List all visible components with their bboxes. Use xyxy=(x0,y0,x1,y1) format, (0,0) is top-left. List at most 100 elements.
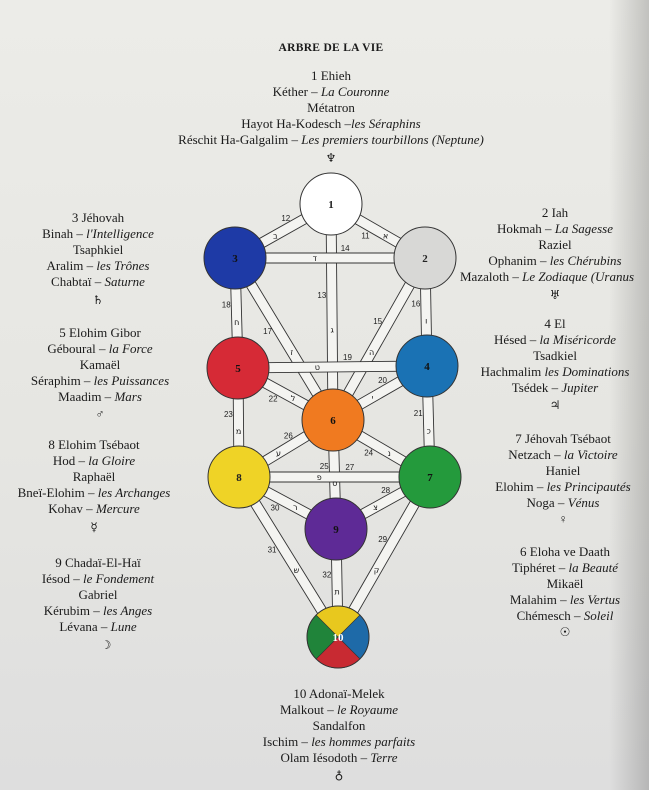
sephira-3-planet: Chabtaï – Saturne xyxy=(51,274,145,289)
sphere-2 xyxy=(393,226,457,290)
path-number-31: 31 xyxy=(268,545,277,554)
path-number-25: 25 xyxy=(320,462,329,471)
hebrew-letter-16: ו xyxy=(425,317,427,326)
sephira-10-archangel: Sandalfon xyxy=(312,718,366,733)
sephira-2-title: Hokmah – La Sagesse xyxy=(497,221,613,236)
path-number-17: 17 xyxy=(263,327,272,336)
path-number-29: 29 xyxy=(378,535,387,544)
path-number-11: 11 xyxy=(361,231,370,240)
sphere-number-5: 5 xyxy=(235,363,241,375)
sun-symbol-icon: ☉ xyxy=(559,625,571,639)
neptune-symbol-icon: ♆ xyxy=(325,151,337,165)
uranus-symbol-icon: ♅ xyxy=(549,288,561,302)
sphere-number-7: 7 xyxy=(427,472,433,484)
hebrew-letter-18: ח xyxy=(234,318,239,327)
path-number-19: 19 xyxy=(343,353,352,362)
sephira-4-name: 4 El xyxy=(544,316,566,331)
sephira-1-title: Kéther – La Couronne xyxy=(272,84,390,99)
saturn-symbol-icon: ♄ xyxy=(92,293,104,307)
sephira-2-planet: Mazaloth – Le Zodiaque (Uranus xyxy=(460,269,635,284)
sephira-10-name: 10 Adonaï-Melek xyxy=(293,686,385,701)
sephira-5-planet: Maadim – Mars xyxy=(58,389,142,404)
earth-symbol-icon: ♁ xyxy=(334,768,344,782)
sphere-number-10: 10 xyxy=(333,632,345,644)
hebrew-letter-24: נ xyxy=(388,449,391,458)
hebrew-letter-26: ע xyxy=(276,449,281,458)
sphere-7 xyxy=(398,445,462,509)
venus-symbol-icon: ♀ xyxy=(558,512,568,526)
sphere-number-6: 6 xyxy=(330,415,336,427)
hebrew-letter-14: ד xyxy=(313,254,318,263)
path-number-20: 20 xyxy=(378,376,387,385)
sephira-8-choir: Bneï-Elohim – les Archanges xyxy=(17,485,171,500)
path-number-27: 27 xyxy=(345,463,354,472)
mercury-symbol-icon: ☿ xyxy=(90,520,98,534)
sphere-number-3: 3 xyxy=(232,253,238,265)
sephira-4-planet: Tsédek – Jupiter xyxy=(511,380,599,395)
sephira-4-title: Hésed – la Miséricorde xyxy=(494,332,616,347)
sphere-8 xyxy=(207,445,271,509)
sephira-6-archangel: Mikaël xyxy=(546,576,584,591)
hebrew-letter-12: ב xyxy=(273,231,278,240)
hebrew-letter-13: ג xyxy=(331,325,335,334)
path-number-30: 30 xyxy=(271,504,280,513)
sphere-number-2: 2 xyxy=(422,253,428,265)
sephira-3-title: Binah – l'Intelligence xyxy=(42,226,154,241)
hebrew-letter-31: ש xyxy=(294,566,300,575)
sephira-4-choir: Hachmalim les Dominations xyxy=(480,364,630,379)
hebrew-letter-27: פ xyxy=(317,473,322,482)
sphere-1 xyxy=(299,172,363,236)
path-number-18: 18 xyxy=(222,300,231,309)
sephira-3-name: 3 Jéhovah xyxy=(71,210,125,225)
sephira-9-choir: Kérubim – les Anges xyxy=(43,603,153,618)
sphere-6 xyxy=(301,388,365,452)
sephira-10-choir: Ischim – les hommes parfaits xyxy=(262,734,416,749)
hebrew-letter-30: ר xyxy=(293,503,298,512)
sephira-8-planet: Kohav – Mercure xyxy=(48,501,140,516)
path-number-22: 22 xyxy=(269,395,278,404)
hebrew-letter-22: ל xyxy=(291,394,296,403)
sephira-7-choir: Elohim – les Principautés xyxy=(495,479,631,494)
sphere-3 xyxy=(203,226,267,290)
sephira-8-name: 8 Elohim Tsébaot xyxy=(48,437,140,452)
path-number-13: 13 xyxy=(317,291,326,300)
sephira-5-archangel: Kamaël xyxy=(79,357,121,372)
sephira-6-choir: Malahim – les Vertus xyxy=(509,592,621,607)
hebrew-letter-21: כ xyxy=(427,426,431,435)
sephira-2-archangel: Raziel xyxy=(538,237,572,252)
sephira-6-planet: Chémesch – Soleil xyxy=(516,608,614,623)
sphere-number-4: 4 xyxy=(424,361,430,373)
hebrew-letter-23: מ xyxy=(236,427,241,436)
sephira-4-archangel: Tsadkiel xyxy=(533,348,577,363)
sphere-number-9: 9 xyxy=(333,524,339,536)
hebrew-letter-19: ט xyxy=(315,363,320,372)
path-number-15: 15 xyxy=(373,317,382,326)
sphere-10-outline xyxy=(306,605,370,669)
sephira-10-title: Malkout – le Royaume xyxy=(279,702,399,717)
sephira-3-archangel: Tsaphkiel xyxy=(72,242,124,257)
jupiter-symbol-icon: ♃ xyxy=(549,398,561,412)
sephira-9-name: 9 Chadaï-El-Haï xyxy=(55,555,141,570)
hebrew-letter-29: ק xyxy=(374,566,380,575)
hebrew-letter-15: ה xyxy=(369,348,374,357)
sephira-2-choir: Ophanim – les Chérubins xyxy=(488,253,622,268)
sephira-6-name: 6 Eloha ve Daath xyxy=(520,544,610,559)
sephira-7-name: 7 Jéhovah Tsébaot xyxy=(515,431,611,446)
hebrew-letter-11: א xyxy=(383,231,388,240)
path-number-26: 26 xyxy=(284,431,293,440)
sephira-9-archangel: Gabriel xyxy=(78,587,118,602)
path-number-14: 14 xyxy=(341,244,350,253)
sphere-4 xyxy=(395,334,459,398)
hebrew-letter-32: ת xyxy=(335,588,340,597)
sephira-8-archangel: Raphaël xyxy=(72,469,116,484)
sephira-3-choir: Aralim – les Trônes xyxy=(46,258,150,273)
page-fold-shadow xyxy=(609,0,649,790)
sephira-7-planet: Noga – Vénus xyxy=(526,495,600,510)
path-number-32: 32 xyxy=(322,571,331,580)
hebrew-letter-20: י xyxy=(372,393,374,402)
hebrew-letter-28: צ xyxy=(373,503,378,512)
sephira-2-name: 2 Iah xyxy=(541,205,569,220)
sphere-9 xyxy=(304,497,368,561)
sephira-6-title: Tiphéret – la Beauté xyxy=(511,560,619,575)
sephira-1-choir: Hayot Ha-Kodesch –les Séraphins xyxy=(241,116,421,131)
